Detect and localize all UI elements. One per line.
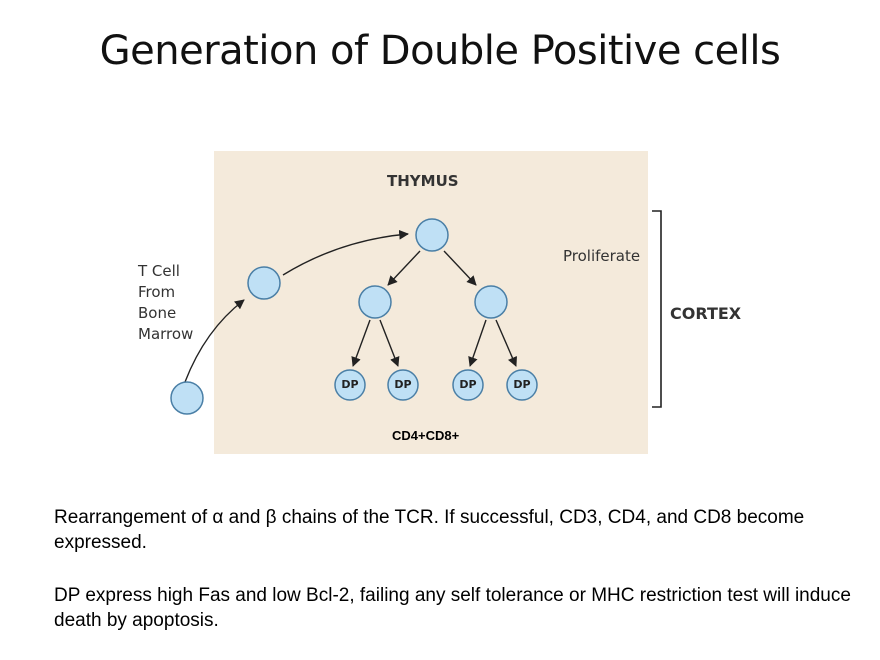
arrow-top-right [443,250,477,286]
arrow-top-left [387,250,421,286]
dp-label: DP [341,378,359,391]
thymus-cell-left [358,285,392,319]
dp-cell-2 [387,369,419,401]
dp-label: DP [394,378,412,391]
thymus-panel [214,151,648,454]
dp-label: DP [513,378,531,391]
source-label-line: Marrow [138,325,194,343]
source-label-line: Bone [138,304,177,322]
dp-cell-4 [506,369,538,401]
source-label: T Cell From Bone Marrow [138,261,228,345]
arrow-r-r [495,319,517,367]
proliferate-label: Proliferate [563,247,641,265]
phenotype-label: CD4+CD8+ [392,428,460,443]
migration-arrow-upper [282,229,409,276]
migration-arrow-lower [184,299,245,383]
source-label-line: From [138,283,176,301]
migrating-cell [247,266,281,300]
dp-cell-3 [452,369,484,401]
arrow-l-r [379,319,400,367]
marrow-cell [170,381,204,415]
source-label-line: T Cell [138,262,180,280]
arrow-r-l [468,319,487,367]
slide-title: Generation of Double Positive cells [99,28,781,74]
thymus-cell-top [415,218,449,252]
paragraph-rearrangement: Rearrangement of α and β chains of the T… [54,507,805,553]
thymus-label: THYMUS [387,172,459,190]
cortex-label: CORTEX [670,304,742,323]
paragraph-apoptosis: DP express high Fas and low Bcl-2, faili… [54,585,851,631]
dp-label: DP [459,378,477,391]
dp-cell-1 [334,369,366,401]
thymus-cell-right [474,285,508,319]
cortex-bracket [652,210,662,408]
arrow-l-l [351,319,371,367]
